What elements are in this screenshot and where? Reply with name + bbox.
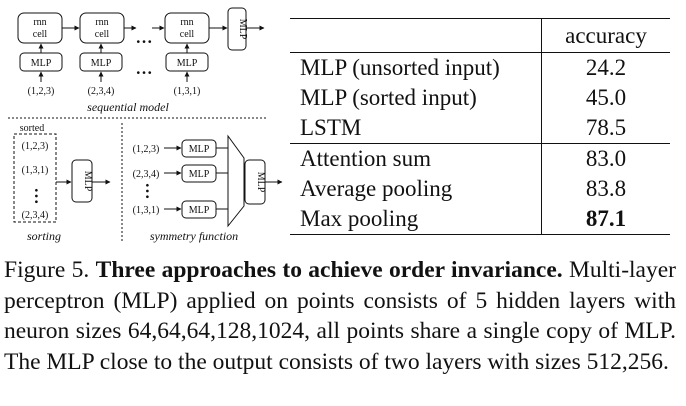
accuracy-table: accuracy MLP (unsorted input) 24.2 MLP (… — [290, 18, 670, 235]
symmetry-function-label: symmetry function — [150, 229, 238, 243]
table-row: Average pooling 83.8 — [290, 174, 670, 204]
sequential-model-label: sequential model — [87, 100, 169, 114]
sym-mlp-label-2: MLP — [189, 169, 210, 180]
method-cell: Average pooling — [300, 176, 453, 201]
accuracy-cell: 45.0 — [541, 83, 670, 113]
sorted-label: sorted — [20, 123, 44, 134]
rnn-cell-2-label-top: rnn — [95, 17, 108, 28]
rnn-cell-2-label-bottom: cell — [95, 29, 110, 40]
accuracy-cell: 83.0 — [541, 143, 670, 174]
method-cell: Max pooling — [290, 204, 542, 235]
seq-mlp-label-2: MLP — [91, 58, 112, 69]
accuracy-header: accuracy — [541, 18, 670, 53]
sorted-input-1: (1,2,3) — [22, 141, 49, 152]
sym-mlp-label-1: MLP — [189, 144, 210, 155]
sym-input-2: (2,3,4) — [133, 169, 160, 180]
sorted-input-3: (2,3,4) — [22, 210, 49, 221]
seq-mlp-label-3: MLP — [177, 58, 198, 69]
caption-title: Three approaches to achieve order invari… — [95, 257, 563, 283]
seq-output-mlp-label: MLP — [237, 19, 248, 40]
method-cell: LSTM — [300, 115, 362, 140]
sorted-ellipsis: … — [31, 188, 50, 205]
sym-input-1: (1,2,3) — [133, 144, 160, 155]
sym-input-3: (1,3,1) — [133, 205, 160, 216]
sym-output-mlp-label: MLP — [255, 172, 266, 193]
sym-mlp-label-3: MLP — [189, 205, 210, 216]
accuracy-cell: 83.8 — [541, 174, 670, 204]
rnn-cell-1-label-bottom: cell — [33, 29, 48, 40]
method-header-cell — [290, 18, 542, 53]
sorting-mlp-label: MLP — [82, 171, 93, 192]
method-cell: Attention sum — [290, 143, 542, 174]
seq-input-2: (2,3,4) — [88, 86, 115, 97]
table-row: Attention sum 83.0 — [290, 143, 670, 174]
table-header-row: accuracy — [290, 18, 670, 53]
caption-prefix: Figure 5. — [4, 257, 90, 283]
order-invariance-diagram: rnn cell rnn cell rnn cell MLP MLP MLP M… — [8, 7, 283, 243]
best-accuracy-cell: 87.1 — [541, 204, 670, 235]
seq-mlp-label-1: MLP — [31, 58, 52, 69]
sorted-input-2: (1,3,1) — [22, 165, 49, 176]
table-row: MLP (sorted input) 45.0 — [290, 83, 670, 113]
caption-body: Multi-layer perceptron (MLP) applied on … — [4, 257, 676, 375]
method-cell: MLP (sorted input) — [300, 85, 477, 110]
seq-output-mlp-box — [227, 7, 247, 51]
rnn-cell-1-label-top: rnn — [33, 17, 46, 28]
rnn-cell-3-label-top: rnn — [180, 17, 193, 28]
accuracy-cell: 78.5 — [541, 113, 670, 144]
symmetric-pooling-shape — [227, 134, 245, 228]
sym-ellipsis: … — [142, 183, 161, 200]
method-cell: MLP (unsorted input) — [300, 55, 500, 80]
sorted-points-dashed-box — [13, 133, 57, 223]
table-row: LSTM 78.5 — [290, 113, 670, 144]
accuracy-cell: 24.2 — [541, 52, 670, 83]
rnn-cell-3-label-bottom: cell — [180, 29, 195, 40]
sorting-mlp-box — [71, 159, 93, 203]
seq-ellipsis-arrow: … — [136, 28, 153, 47]
seq-ellipsis-inputs: … — [136, 59, 153, 78]
seq-input-3: (1,3,1) — [174, 86, 201, 97]
figure-caption: Figure 5. Three approaches to achieve or… — [4, 255, 676, 377]
seq-input-1: (1,2,3) — [28, 86, 55, 97]
sorting-label: sorting — [27, 229, 61, 243]
table-row: Max pooling 87.1 — [290, 204, 670, 235]
table-row: MLP (unsorted input) 24.2 — [290, 52, 670, 83]
